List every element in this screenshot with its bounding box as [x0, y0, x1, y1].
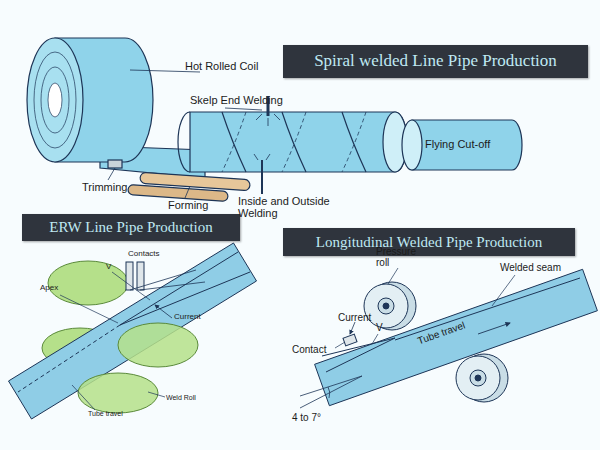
v-opening [120, 252, 250, 325]
part-label: V [376, 322, 383, 333]
cut-pipe [412, 120, 522, 170]
welding-torch [261, 160, 263, 194]
leader-line [492, 275, 515, 306]
leader-line [72, 385, 95, 410]
part-label: Tube travel [88, 410, 123, 418]
pressure-roll [364, 282, 416, 330]
part-label: Inside and Outside Welding [238, 195, 348, 219]
contact-shoe [126, 262, 133, 290]
part-label: Trimming [82, 181, 127, 193]
longitudinal-panel [300, 268, 597, 408]
title-band: ERW Line Pipe Production [22, 214, 240, 241]
coil-wrap [41, 67, 69, 133]
pressure-roll [456, 354, 508, 402]
angle-line [300, 376, 362, 408]
spiral-pipe [190, 112, 407, 172]
part-label: Welded seam [500, 262, 561, 273]
current-arrow [155, 305, 172, 318]
part-label: Weld Roll [166, 394, 196, 402]
part-label: Apex [40, 284, 58, 293]
cut-pipe-end [402, 120, 422, 170]
part-label: Flying Cut-off [425, 138, 490, 150]
longitudinal-tube [315, 269, 598, 405]
weld-spark [254, 154, 270, 160]
pipe-edge [178, 112, 190, 172]
part-label: Forming [168, 199, 208, 211]
leader-line [112, 272, 150, 300]
wire [140, 282, 205, 290]
weld-roll [118, 323, 198, 367]
title-band: Spiral welded Line Pipe Production [283, 45, 588, 78]
contact-shoe [343, 334, 357, 346]
part-label: Skelp End Welding [190, 94, 283, 106]
title-band: Longitudinal Welded Pipe Production [283, 228, 575, 256]
angle-arc [328, 387, 330, 398]
v-opening [322, 338, 395, 372]
weld-spark [256, 114, 280, 126]
title-text: ERW Line Pipe Production [49, 219, 212, 236]
part-label: Current [174, 313, 201, 322]
forming-roll [128, 185, 228, 202]
part-label: Contacts [128, 250, 160, 259]
weld-roll [78, 373, 158, 413]
coil-wrap [34, 52, 76, 148]
coil-face [27, 38, 83, 162]
leader-line [372, 334, 378, 344]
erw-tube [9, 243, 257, 419]
welded-seam [395, 278, 580, 340]
part-label: Hot Rolled Coil [185, 60, 258, 72]
leader-line [60, 295, 118, 323]
weld-roll [48, 261, 128, 305]
leader-line [148, 392, 165, 397]
title-text: Longitudinal Welded Pipe Production [316, 234, 542, 251]
leader-line [225, 108, 262, 110]
current-arrow [350, 322, 355, 334]
leader-line [185, 186, 190, 198]
part-label: Pressure roll [376, 246, 428, 268]
erw-panel [9, 243, 257, 419]
part-label: Contact [292, 344, 326, 355]
title-text: Spiral welded Line Pipe Production [314, 52, 557, 71]
trimming-tool [108, 160, 122, 168]
leader-line [388, 268, 398, 284]
coil-core [48, 83, 62, 117]
part-label: Current [338, 312, 371, 323]
leader-line [335, 342, 345, 348]
part-label: V [106, 263, 111, 272]
travel-arrow [478, 323, 510, 334]
spiral-seam [222, 112, 366, 172]
hidden-seam [222, 112, 366, 172]
part-label: 4 to 7° [292, 412, 321, 423]
leader-line [108, 168, 115, 180]
